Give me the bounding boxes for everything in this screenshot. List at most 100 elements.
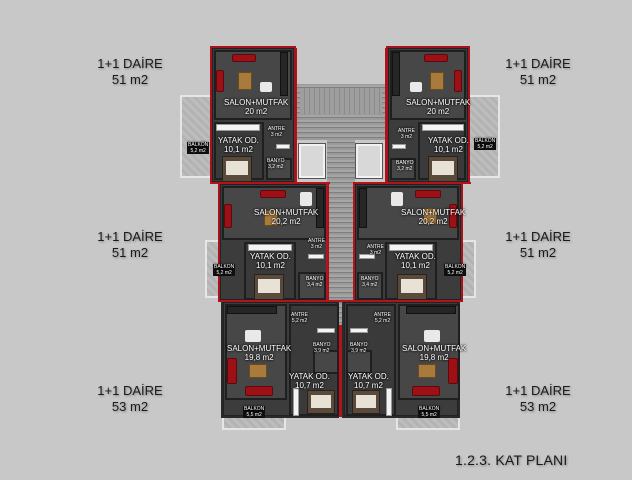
central-corridor bbox=[327, 140, 355, 330]
sofa-icon bbox=[260, 190, 286, 198]
unit-area: 51 m2 bbox=[519, 245, 557, 260]
bathroom bbox=[266, 158, 292, 180]
plan-title: 1.2.3. KAT PLANI bbox=[455, 452, 568, 468]
unit-label-mid-left: 1+1 DAİRE 51 m2 bbox=[80, 229, 180, 261]
coffee-table-icon bbox=[264, 210, 278, 226]
sofa-icon bbox=[448, 358, 458, 384]
wardrobe-icon bbox=[386, 388, 392, 416]
room-label: YATAK OD.10,7 m2 bbox=[348, 372, 389, 390]
kitchen-counter-icon bbox=[406, 306, 456, 314]
party-wall-bottom bbox=[339, 325, 342, 417]
armchair-icon bbox=[449, 204, 457, 228]
bed-icon bbox=[352, 390, 380, 414]
bathroom bbox=[357, 272, 383, 300]
coffee-table-icon bbox=[238, 72, 252, 90]
unit-divider-bottom bbox=[221, 300, 461, 302]
shoe-cabinet-icon bbox=[359, 254, 375, 259]
unit-area: 53 m2 bbox=[519, 399, 557, 414]
unit-area: 51 m2 bbox=[111, 72, 149, 87]
armchair-icon bbox=[412, 386, 440, 396]
shoe-cabinet-icon bbox=[350, 328, 368, 333]
coffee-table-icon bbox=[249, 364, 267, 378]
wardrobe-icon bbox=[216, 124, 260, 131]
kitchen-counter-icon bbox=[359, 188, 367, 228]
party-wall-right bbox=[353, 182, 355, 302]
wardrobe-icon bbox=[422, 124, 464, 131]
wardrobe-icon bbox=[293, 388, 299, 416]
bed-icon bbox=[397, 274, 427, 300]
room-label: YATAK OD.10,1 m2 bbox=[218, 136, 259, 154]
dining-table-icon bbox=[424, 330, 440, 342]
wardrobe-icon bbox=[389, 244, 433, 251]
sofa-icon bbox=[232, 54, 256, 62]
coffee-table-icon bbox=[430, 72, 444, 90]
living-kitchen bbox=[225, 304, 287, 400]
unit-divider-top-right bbox=[353, 182, 471, 184]
coffee-table-icon bbox=[423, 208, 437, 224]
shoe-cabinet-icon bbox=[308, 254, 324, 259]
room-label: YATAK OD.10,7 m2 bbox=[289, 372, 330, 390]
shoe-cabinet-icon bbox=[392, 144, 406, 149]
wardrobe-icon bbox=[248, 244, 292, 251]
unit-label-bottom-right: 1+1 DAİRE 53 m2 bbox=[488, 383, 588, 415]
bed-icon bbox=[428, 156, 458, 182]
unit-type: 1+1 DAİRE bbox=[97, 383, 163, 398]
unit-label-top-right: 1+1 DAİRE 51 m2 bbox=[488, 56, 588, 88]
unit-type: 1+1 DAİRE bbox=[505, 383, 571, 398]
bathroom bbox=[298, 272, 326, 300]
shoe-cabinet-icon bbox=[276, 144, 290, 149]
armchair-icon bbox=[245, 386, 273, 396]
sofa-icon bbox=[424, 54, 448, 62]
bathroom bbox=[313, 350, 339, 374]
unit-area: 51 m2 bbox=[519, 72, 557, 87]
balcony-top-left bbox=[180, 95, 212, 178]
balcony-top-right bbox=[468, 95, 500, 178]
unit-label-top-left: 1+1 DAİRE 51 m2 bbox=[80, 56, 180, 88]
unit-divider-top-left bbox=[210, 182, 330, 184]
bed-icon bbox=[307, 390, 335, 414]
sofa-icon bbox=[227, 358, 237, 384]
unit-type: 1+1 DAİRE bbox=[97, 229, 163, 244]
unit-area: 53 m2 bbox=[111, 399, 149, 414]
staircase bbox=[300, 88, 382, 114]
kitchen-counter-icon bbox=[280, 52, 288, 96]
shoe-cabinet-icon bbox=[317, 328, 335, 333]
living-kitchen bbox=[398, 304, 460, 400]
living-kitchen bbox=[357, 186, 459, 240]
bathroom bbox=[346, 350, 372, 374]
dining-table-icon bbox=[245, 330, 261, 342]
elevator-shaft-left bbox=[299, 144, 325, 178]
unit-label-bottom-left: 1+1 DAİRE 53 m2 bbox=[80, 383, 180, 415]
party-wall-left bbox=[326, 182, 328, 302]
armchair-icon bbox=[224, 204, 232, 228]
dining-table-icon bbox=[260, 82, 272, 92]
armchair-icon bbox=[216, 70, 224, 92]
